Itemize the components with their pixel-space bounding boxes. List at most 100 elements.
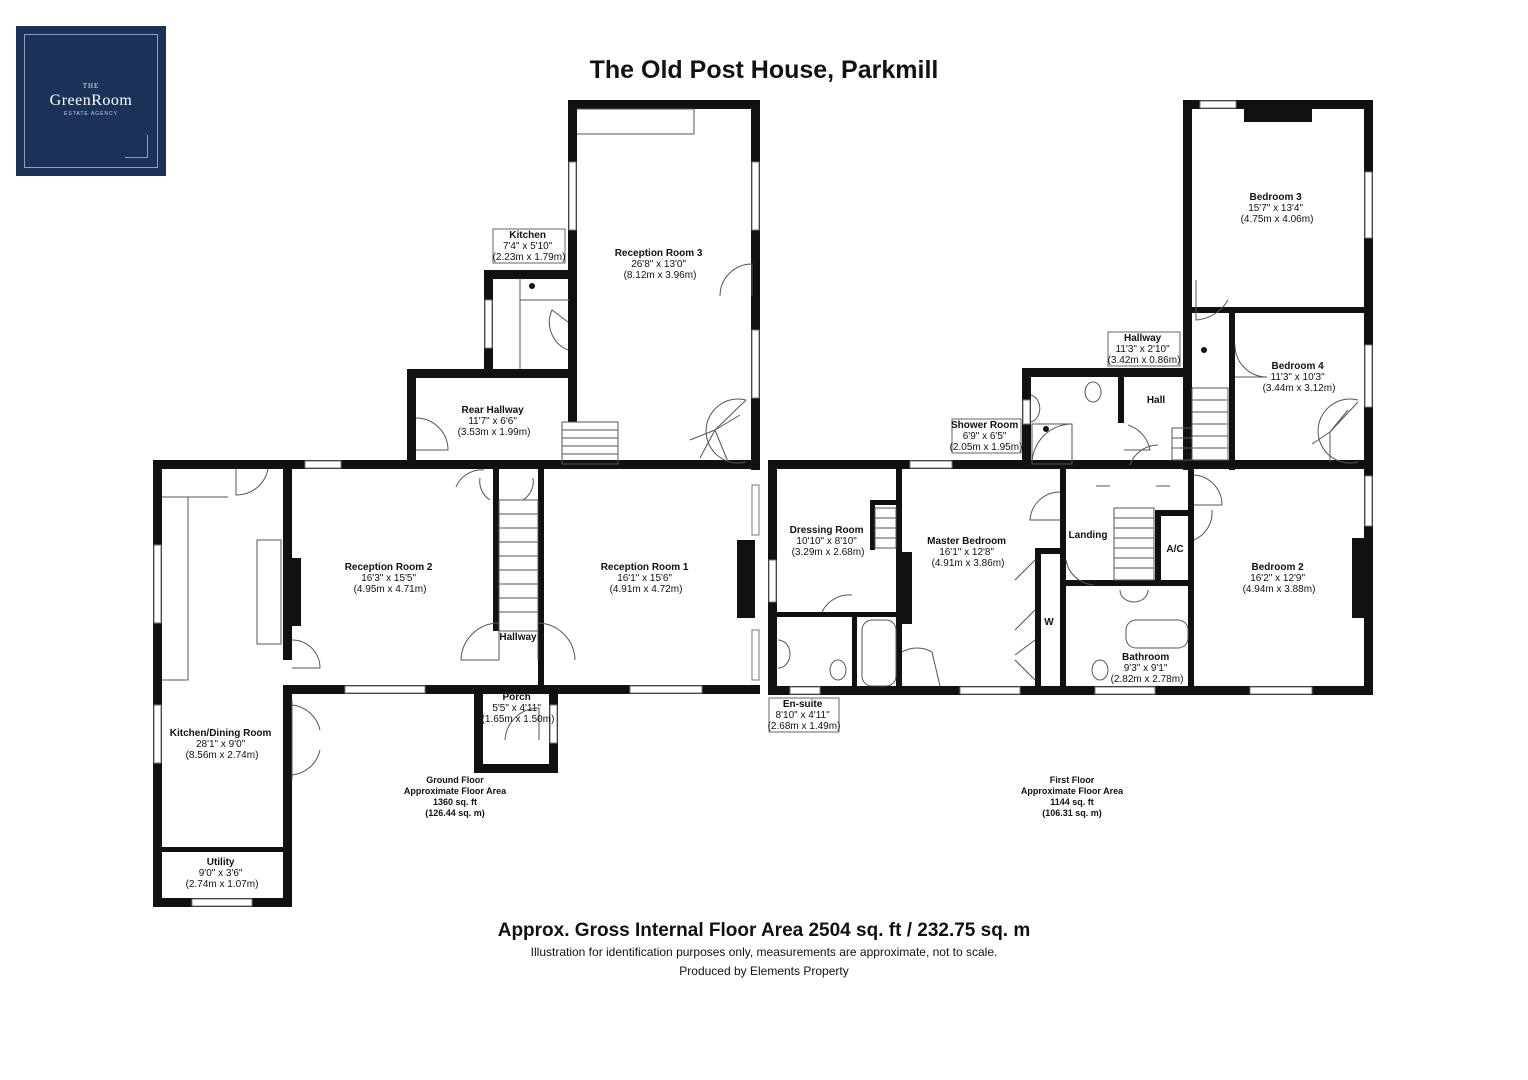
room-name: Dressing Room [790, 525, 864, 536]
door [415, 417, 449, 451]
window [484, 299, 493, 349]
floor-area-sqft: 1360 sq. ft [432, 797, 478, 807]
room-label-ac: A/C [1166, 544, 1183, 555]
disclaimer: Illustration for identification purposes… [530, 945, 998, 959]
toilet [1091, 659, 1109, 681]
door [504, 707, 540, 741]
producer-credit: Produced by Elements Property [679, 964, 849, 978]
room-size-imperial: 11'3" x 10'3" [1271, 372, 1326, 383]
wall [1060, 466, 1066, 691]
wall [1035, 548, 1041, 688]
room-name: Shower Room [951, 420, 1018, 431]
room-size-imperial: 8'10" x 4'11" [776, 710, 831, 721]
room-name: Bedroom 3 [1249, 192, 1302, 203]
window [568, 161, 577, 231]
room-name: Reception Room 2 [345, 562, 433, 573]
room-label-utility: Utility 9'0" x 3'6" (2.74m x 1.07m) [186, 857, 259, 890]
room-label-reception-room-1: Reception Room 1 16'1" x 15'6" (4.91m x … [601, 562, 692, 595]
wall [568, 100, 760, 109]
bath [1125, 619, 1189, 649]
label-box [768, 697, 840, 733]
range-cooker [256, 539, 282, 645]
shower-tray [1031, 423, 1073, 465]
room-label-hall: Hall [1147, 395, 1166, 406]
wall [1183, 100, 1192, 470]
toilet [1084, 381, 1102, 403]
room-size-imperial: 7'4" x 5'10" [503, 241, 553, 252]
door [719, 263, 753, 297]
room-name: Kitchen/Dining Room [170, 728, 272, 739]
first-floor-fixtures [777, 280, 1359, 687]
window [1199, 100, 1237, 109]
room-size-imperial: 28'1" x 9'0" [196, 739, 246, 750]
wall [407, 369, 577, 378]
wall [1192, 307, 1364, 313]
wall [777, 612, 896, 617]
room-label-kitchen: Kitchen 7'4" x 5'10" (2.23m x 1.79m) [493, 230, 566, 263]
wall [751, 100, 760, 470]
room-name: Hall [1147, 395, 1166, 406]
room-size-metric: (3.29m x 2.68m) [792, 547, 865, 558]
door [548, 309, 569, 351]
wall [1022, 368, 1192, 377]
room-size-imperial: 9'3" x 9'1" [1124, 663, 1168, 674]
window [1364, 344, 1373, 408]
room-size-imperial: 11'3" x 2'10" [1116, 344, 1171, 355]
room-label-reception-room-2: Reception Room 2 16'3" x 15'5" (4.95m x … [345, 562, 436, 595]
room-size-imperial: 16'2" x 12'9" [1250, 573, 1305, 584]
ground-floor-labels: Kitchen 7'4" x 5'10" (2.23m x 1.79m) Rec… [170, 228, 703, 890]
window [751, 629, 760, 681]
room-label-bedroom-4: Bedroom 4 11'3" x 10'3" (3.44m x 3.12m) [1263, 361, 1336, 394]
floor-name: First Floor [1049, 775, 1095, 785]
room-name: Reception Room 1 [601, 562, 689, 573]
door [821, 594, 853, 613]
floor-area-sqm: (106.31 sq. m) [1042, 808, 1102, 818]
wall [474, 764, 558, 773]
room-label-hallway: Hallway [499, 632, 537, 643]
room-label-bedroom-3: Bedroom 3 15'7" x 13'4" (4.75m x 4.06m) [1241, 192, 1314, 225]
room-label-master-bedroom: Master Bedroom 16'1" x 12'8" (4.91m x 3.… [927, 536, 1009, 569]
stairs [1171, 427, 1193, 461]
room-size-metric: (2.23m x 1.79m) [493, 252, 566, 263]
wall [153, 460, 162, 907]
room-label-landing: Landing [1069, 530, 1108, 541]
room-name: Rear Hallway [461, 405, 524, 416]
page-title: The Old Post House, Parkmill [589, 56, 939, 84]
stairs [561, 421, 619, 465]
door [455, 469, 485, 488]
light-point [1201, 347, 1207, 353]
wall [153, 460, 760, 469]
door [235, 468, 269, 496]
chimney [737, 540, 755, 618]
room-label-bathroom: Bathroom 9'3" x 9'1" (2.82m x 2.78m) [1111, 652, 1184, 685]
stairs [498, 499, 539, 632]
window [751, 329, 760, 399]
door [460, 622, 500, 661]
window [1364, 171, 1373, 239]
first-floor-labels: Bedroom 3 15'7" x 13'4" (4.75m x 4.06m) … [768, 192, 1336, 733]
french-doors [291, 700, 321, 780]
label-box [951, 418, 1022, 454]
window [191, 898, 253, 907]
first-floor-windows [768, 100, 1373, 695]
room-name: En-suite [783, 699, 823, 710]
room-name: Bedroom 4 [1271, 361, 1324, 372]
door [1195, 280, 1229, 321]
room-label-porch: Porch 5'5" x 4'11" (1.65m x 1.50m) [482, 692, 555, 725]
wall [1155, 510, 1191, 516]
room-size-metric: (2.68m x 1.49m) [768, 721, 841, 732]
room-size-metric: (3.53m x 1.99m) [458, 427, 531, 438]
room-name: Reception Room 3 [615, 248, 703, 259]
wall [1118, 377, 1124, 423]
room-size-imperial: 6'9" x 6'5" [963, 431, 1007, 442]
room-label-hallway-first: Hallway 11'3" x 2'10" (3.42m x 0.86m) [1108, 333, 1181, 366]
room-name: Master Bedroom [927, 536, 1006, 547]
wall [538, 466, 544, 691]
floor-area-sqft: 1144 sq. ft [1050, 797, 1094, 807]
room-label-dressing-room: Dressing Room 10'10" x 8'10" (3.29m x 2.… [790, 525, 867, 558]
window [304, 460, 342, 469]
room-size-imperial: 11'7" x 6'6" [468, 416, 517, 427]
room-size-imperial: 16'1" x 12'8" [939, 547, 994, 558]
stairs [1113, 507, 1155, 581]
window [1249, 686, 1313, 695]
